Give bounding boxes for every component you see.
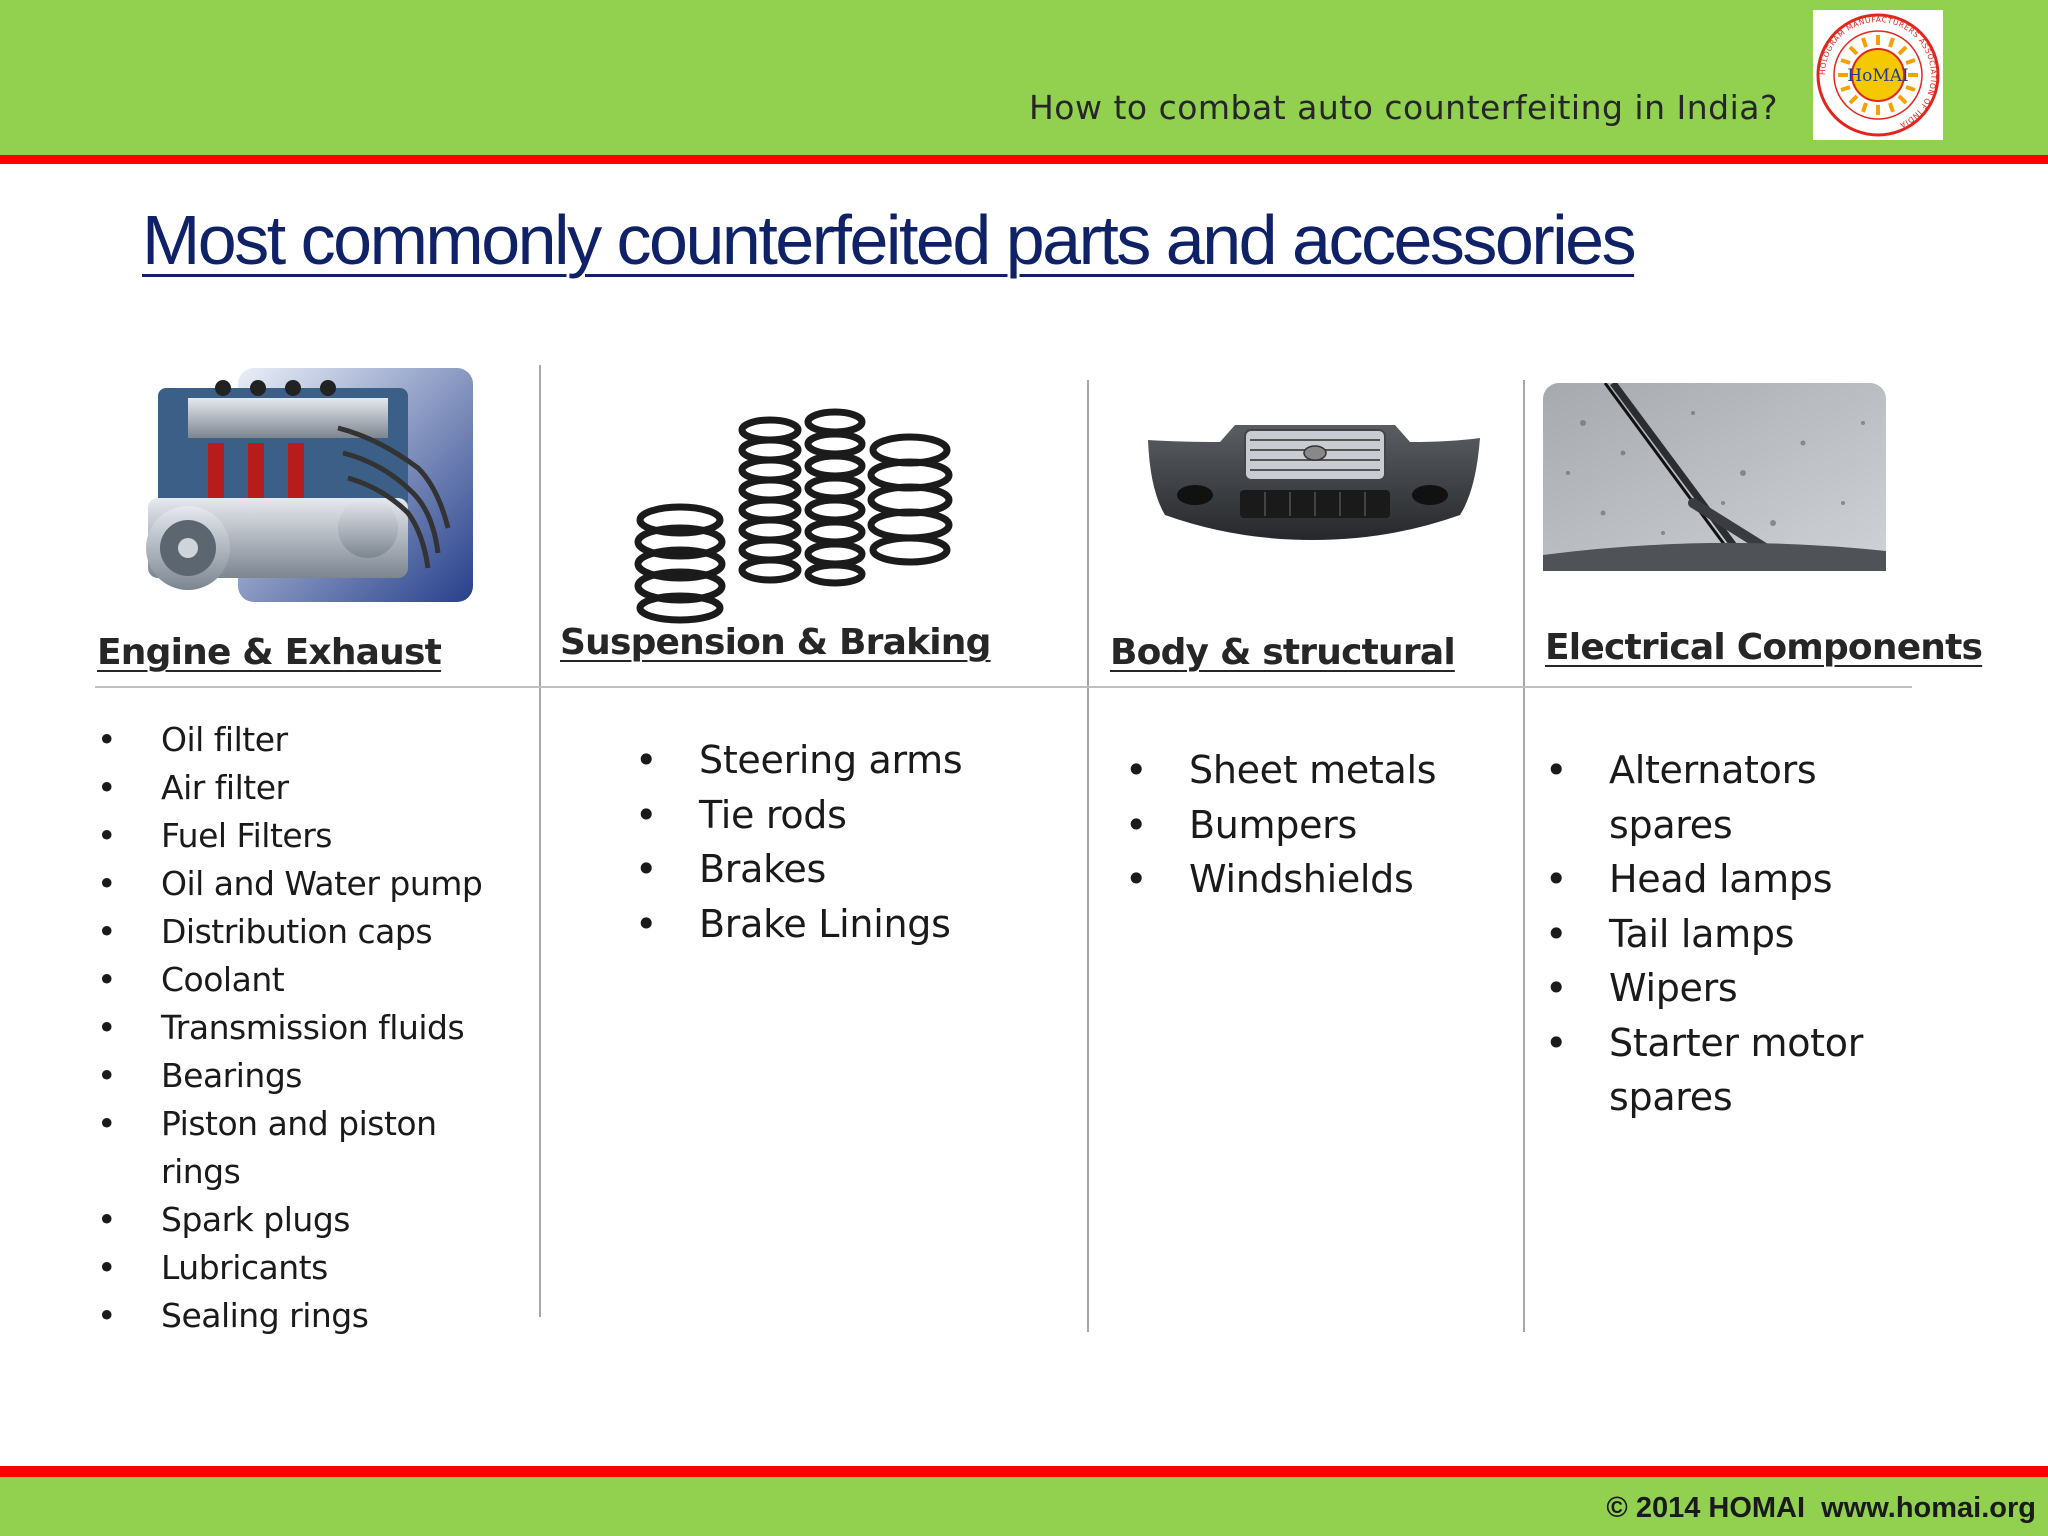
heading-suspension-braking: Suspension & Braking xyxy=(560,622,991,663)
list-item: •Starter motor xyxy=(1545,1016,1863,1071)
bullet-icon: • xyxy=(97,864,116,903)
bullet-icon: • xyxy=(97,1008,116,1047)
list-item: •Spark plugs xyxy=(97,1196,482,1244)
list-item: •Lubricants xyxy=(97,1244,482,1292)
footer-red-stripe xyxy=(0,1466,2048,1477)
bullet-icon: • xyxy=(97,720,116,759)
bullet-icon: • xyxy=(97,912,116,951)
list-item-continuation: rings xyxy=(161,1152,241,1191)
list-item: •Oil and Water pump xyxy=(97,860,483,908)
bullet-icon: • xyxy=(1125,802,1148,847)
column-divider xyxy=(539,365,541,1317)
bullet-icon: • xyxy=(635,792,658,837)
list-item-continuation: spares xyxy=(1609,802,1733,847)
bullet-icon: • xyxy=(1545,748,1568,792)
bullet-icon: • xyxy=(97,1200,116,1239)
bullet-icon: • xyxy=(1125,857,1148,901)
bullet-icon: • xyxy=(635,847,658,891)
list-item: •Transmission fluids xyxy=(97,1004,482,1052)
list-item: •Brakes xyxy=(635,842,962,897)
bullet-icon: • xyxy=(1545,857,1568,901)
list-item: •Tie rods xyxy=(635,788,962,843)
bullet-icon: • xyxy=(1125,748,1148,792)
bullet-icon: • xyxy=(635,738,658,782)
list-item: •Head lamps xyxy=(1545,852,1863,907)
list-item: •Wipers xyxy=(1545,961,1863,1016)
spring-3 xyxy=(804,408,866,587)
heading-electrical-components: Electrical Components xyxy=(1545,627,1983,668)
engine-exhaust-list: •Oil filter •Air filter •Fuel Filters •O… xyxy=(97,716,483,1340)
header-red-stripe xyxy=(0,155,2048,164)
list-item: •Windshields xyxy=(1125,852,1436,907)
list-item: •Distribution caps xyxy=(97,908,482,956)
bullet-icon: • xyxy=(97,1056,116,1095)
homai-logo: HoMAI HOLOGRAM MANUFACTURERS ASSOCIATION… xyxy=(1813,10,1943,140)
engine-image xyxy=(128,368,473,602)
list-item: •Steering arms xyxy=(635,733,963,788)
bullet-icon: • xyxy=(97,1248,116,1287)
springs-image xyxy=(620,400,960,625)
list-item: •Brake Linings xyxy=(635,897,962,952)
bullet-icon: • xyxy=(97,1104,116,1143)
homai-logo-graphic: HoMAI HOLOGRAM MANUFACTURERS ASSOCIATION… xyxy=(1816,13,1940,137)
spring-4 xyxy=(867,433,953,566)
heading-body-structural: Body & structural xyxy=(1110,632,1456,673)
svg-text:HoMAI: HoMAI xyxy=(1847,66,1908,86)
bumper-image xyxy=(1140,420,1485,545)
list-item: •Alternators xyxy=(1545,743,1863,798)
bullet-icon: • xyxy=(635,901,658,946)
bullet-icon: • xyxy=(1545,911,1568,956)
list-item-continuation: spares xyxy=(1609,1075,1733,1119)
bullet-icon: • xyxy=(1545,966,1568,1010)
header-band xyxy=(0,0,2048,155)
slide-title: Most commonly counterfeited parts and ac… xyxy=(142,201,1637,279)
spring-2 xyxy=(738,416,802,584)
body-structural-list: •Sheet metals •Bumpers •Windshields xyxy=(1125,743,1437,907)
list-item: •Sealing rings xyxy=(97,1292,482,1340)
electrical-components-list: •Alternators spares •Head lamps •Tail la… xyxy=(1545,743,1863,1125)
wiper-image xyxy=(1543,383,1886,571)
heading-divider xyxy=(95,686,1912,688)
bullet-icon: • xyxy=(1545,1020,1568,1065)
list-item: •Sheet metals xyxy=(1125,743,1437,798)
list-item: •Oil filter xyxy=(97,716,482,764)
bullet-icon: • xyxy=(97,816,116,855)
list-item: •Fuel Filters xyxy=(97,812,482,860)
footer-band xyxy=(0,1477,2048,1536)
header-title: How to combat auto counterfeiting in Ind… xyxy=(1028,88,1778,127)
bullet-icon: • xyxy=(97,768,116,807)
bullet-icon: • xyxy=(97,960,116,999)
footer-copyright: © 2014 HOMAI www.homai.org xyxy=(1606,1492,2036,1524)
list-item: •Piston and piston xyxy=(97,1100,482,1148)
list-item: •Bumpers xyxy=(1125,798,1436,853)
list-item: •Coolant xyxy=(97,956,482,1004)
heading-engine-exhaust: Engine & Exhaust xyxy=(97,632,442,673)
suspension-braking-list: •Steering arms •Tie rods •Brakes •Brake … xyxy=(635,733,963,952)
column-divider xyxy=(1087,380,1089,1332)
bullet-icon: • xyxy=(97,1296,116,1335)
column-divider xyxy=(1523,380,1525,1332)
list-item: •Bearings xyxy=(97,1052,482,1100)
list-item: •Air filter xyxy=(97,764,482,812)
list-item: •Tail lamps xyxy=(1545,907,1863,962)
spring-1 xyxy=(634,503,726,624)
